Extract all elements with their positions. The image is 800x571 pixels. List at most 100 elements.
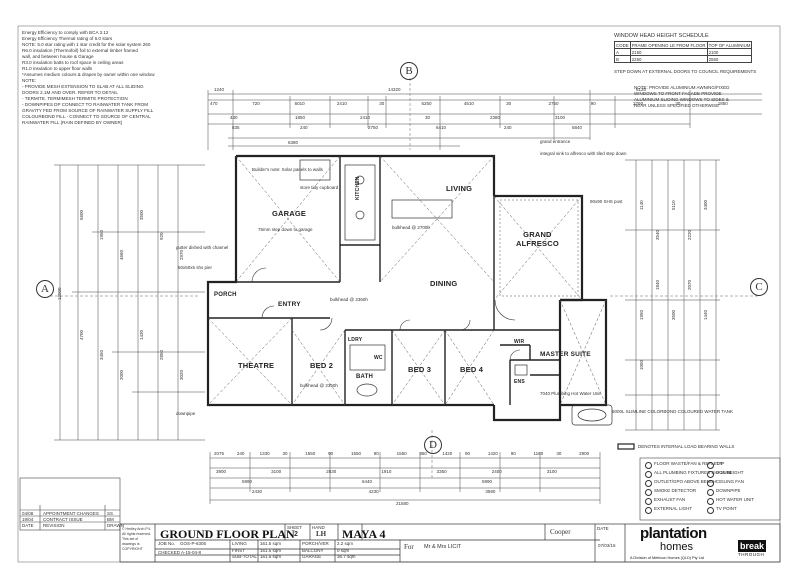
area-cell: PORCH/VER [302, 541, 329, 546]
date-label: DATE [597, 526, 609, 531]
dim-value: 2530 [326, 469, 337, 474]
dim-value: 30 [556, 451, 562, 456]
room-grand-alfresco: GRAND ALFRESCO [516, 230, 559, 248]
legend-symbol-icon [707, 489, 714, 496]
dim-value: 470 [210, 101, 218, 106]
room-wc: WC [374, 355, 383, 361]
note-line: R1.0 insulation to upper floor walls [22, 66, 93, 71]
dim-value: 90 [510, 451, 516, 456]
legend-item: DOWNLIGHT [716, 470, 744, 475]
dim-value: 240 [236, 451, 245, 456]
window-schedule-title: WINDOW HEAD HEIGHT SCHEDULE [614, 33, 709, 39]
dim-value: 6410 [436, 125, 447, 130]
dim-value: 2900 [579, 451, 590, 456]
dim-value: 1440 [703, 309, 708, 320]
window-note-line: WINDOWS TO FRONT FACADE PROVIDE [634, 91, 722, 96]
grid-marker-b: B [400, 62, 418, 80]
area-cell: FIRST [232, 547, 245, 553]
dim-value: 6010 [294, 101, 305, 106]
dim-value: 1850 [717, 101, 728, 106]
dim-value: 1420 [487, 451, 498, 456]
dim-value: 3100 [546, 469, 557, 474]
legend-item: TV POINT [716, 506, 737, 511]
legend-symbol-icon [645, 462, 652, 469]
legend-item: CEILING FAN [716, 479, 745, 484]
room-theatre: THEATRE [238, 361, 275, 370]
dim-value: 1140 [639, 200, 644, 210]
note-line: DOORS 2.1M AND OVER. REFER TO DETAIL [22, 90, 118, 95]
schedule-note: STEP DOWN AT EXTERNAL DOORS TO COUNCIL R… [614, 69, 757, 74]
room-garage: GARAGE [272, 209, 307, 218]
room-living: LIVING [446, 184, 473, 193]
client-name: Mr & Mrs LICIT [424, 544, 462, 550]
revision-desc: CONTRACT ISSUE [43, 517, 83, 522]
dim-value: 6440 [362, 479, 373, 484]
schedule-cell: B [614, 55, 631, 63]
dim-value: 2970 [179, 249, 184, 260]
dim-top-overall: 1240 [214, 87, 225, 92]
date-value: 07/03/16 [598, 543, 616, 548]
note-line: NOTE: [22, 78, 37, 83]
area-cell: 161.5 sqm [260, 541, 282, 546]
dim-value: 5990 [482, 479, 493, 484]
job-label: JOB No. [158, 541, 176, 546]
dim-value: 430 [230, 115, 238, 120]
note-line: wall, and between house & Garage [22, 54, 94, 59]
dim-value: 1850 [295, 115, 306, 120]
job-number: GOS-P-6305 [180, 541, 207, 546]
dim-value: 30 [675, 101, 681, 106]
dim-value: 5840 [572, 125, 583, 130]
dim-value: 2760 [633, 101, 644, 106]
area-cell: 36.7 sqm [337, 554, 356, 559]
dim-value: 1430 [139, 329, 144, 340]
revision-drawn: DRAWN [107, 523, 124, 528]
dim-value: 3500 [671, 309, 676, 320]
dim-value: 90 [373, 451, 379, 456]
area-cell: 0 sqm [337, 547, 350, 553]
drawing-title: GROUND FLOOR PLAN [160, 527, 295, 541]
hand-value: LH [316, 530, 327, 538]
legend-symbol-icon [707, 507, 714, 514]
legend-item: FLOOR WASTE/FAN & REFLECT [654, 461, 723, 466]
dim-value: 2000 [119, 369, 124, 380]
dim-value: 3500 [139, 209, 144, 220]
dim-value: 1840 [655, 279, 660, 290]
legend-symbol-icon [645, 471, 652, 478]
schedule-cell: 2250 [629, 55, 708, 63]
revision-date: DATE [22, 523, 34, 528]
schedule-cell: 2150 [629, 48, 708, 56]
dim-value: 920 [159, 232, 164, 240]
legend-symbol-icon [707, 498, 714, 505]
annotation: bulkhead @ 2700h [392, 225, 430, 230]
room-dining: DINING [430, 279, 458, 288]
grid-marker-d: D [424, 436, 442, 454]
legend-item: TAP [716, 461, 725, 466]
note-line: - TERMITE. TERMIMESH TERMITE PROTECTION [22, 96, 128, 101]
note-line: *Assumes medium colours & drapes by owne… [22, 72, 155, 77]
legend-item: EXHAUST FAN [654, 497, 686, 502]
dim-value: 2075 [214, 451, 225, 456]
grid-marker-c: C [750, 278, 768, 296]
dim-top-overall: 6120 [636, 87, 647, 92]
dim-value: 4510 [463, 101, 474, 106]
schedule-cell: 2550 [706, 55, 753, 63]
room-wir: WIR [514, 339, 525, 345]
dim-value: 2380 [490, 115, 501, 120]
dim-value: 3100 [555, 115, 566, 120]
legend-symbol-icon [645, 507, 652, 514]
dim-value: 3020 [179, 369, 184, 380]
sheet-number: 2 [294, 531, 298, 538]
area-cell: LIVING [232, 541, 247, 546]
dim-value: 4230 [368, 489, 379, 494]
dim-value: 360 [419, 451, 427, 456]
brand-homes: homes [660, 541, 694, 553]
note-line: NOTE: 5.0 star rating with 1 star credit… [22, 42, 151, 47]
note-line: GRAVITY FED FROM SOURCE OF RAINWATER SUP… [22, 108, 154, 113]
dim-value: 1550 [350, 451, 361, 456]
legend-item: OUTLET/GPO ABOVE BENCH [654, 479, 717, 484]
room-bath: BATH [356, 374, 374, 380]
legend-symbol-icon [707, 471, 714, 478]
dim-top-row5: 6380 [288, 140, 299, 145]
legend-item: DOWNPIPE [716, 488, 741, 493]
area-cell: GARAGE [302, 554, 322, 559]
